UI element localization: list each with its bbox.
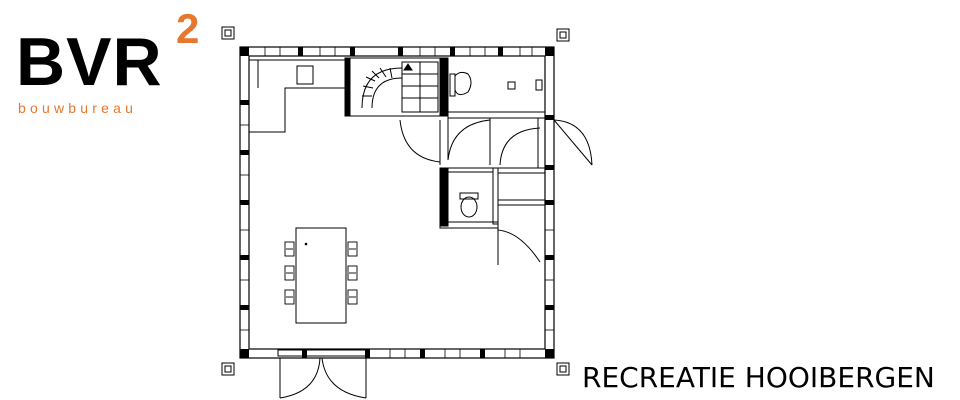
bvr-logo: BVR 2 bouwbureau	[16, 8, 216, 118]
toilet-room	[439, 167, 499, 229]
corner-marker-bottom-left	[221, 362, 235, 376]
dining-table	[295, 227, 347, 324]
wall-posts	[240, 47, 554, 358]
corner-marker-bottom-right	[556, 362, 570, 376]
door-toilet	[499, 127, 541, 166]
bathroom	[439, 57, 546, 119]
staircase	[349, 57, 441, 117]
logo-superscript: 2	[176, 5, 200, 52]
dining-chairs	[284, 241, 358, 305]
door-hall	[399, 119, 441, 165]
door-storage	[497, 205, 541, 265]
logo-main-text: BVR	[16, 24, 163, 100]
door-bathroom	[447, 118, 491, 165]
wall-windows	[240, 47, 554, 358]
project-title: RECREATIE HOOIBERGEN	[582, 361, 935, 394]
door-front-double	[277, 349, 367, 399]
corner-marker-top-right	[556, 28, 570, 42]
door-side-exterior	[553, 119, 593, 166]
logo-subtitle: bouwbureau	[18, 100, 138, 116]
outer-walls	[239, 46, 555, 359]
kitchen-counter	[249, 59, 346, 133]
interior-walls	[344, 57, 546, 206]
corner-marker-top-left	[221, 26, 235, 40]
